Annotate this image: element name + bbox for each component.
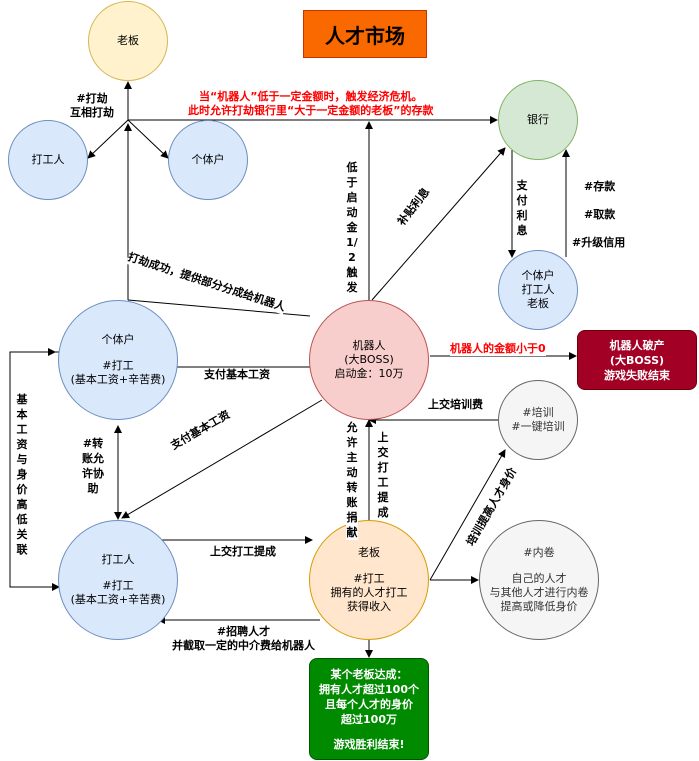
bank-customers-line: 打工人 bbox=[521, 283, 555, 296]
internal-node: #内卷 自己的人才 与其他人才进行内卷 提高或降低身价 bbox=[479, 520, 599, 640]
boss-bot-line: 获得收入 bbox=[347, 600, 391, 613]
indiv-top-label: 个体户 bbox=[191, 153, 225, 166]
bank-customers-node: 个体户 打工人 老板 bbox=[498, 250, 578, 330]
lose-line: (大BOSS) bbox=[609, 353, 665, 367]
recruit-label-line: 并截取一定的中介费给机器人 bbox=[172, 639, 315, 652]
boss-bot-line: 老板 bbox=[358, 546, 380, 559]
hand-in-cut-2-label: 上交打工提成 bbox=[377, 430, 389, 520]
bank-customers-line: 老板 bbox=[527, 297, 549, 310]
robot-line: 机器人 bbox=[352, 339, 386, 352]
crisis-label-line: 当“机器人”低于一定金额时，触发经济危机。 bbox=[199, 90, 423, 103]
pay-interest-label: 支付利息 bbox=[516, 178, 528, 238]
deposit-label: #存款 bbox=[584, 180, 616, 194]
indiv-mid-line: 个体户 bbox=[101, 333, 135, 346]
low-start-label: 低于启动金1/2触发 bbox=[346, 160, 358, 295]
bank-node: 银行 bbox=[498, 80, 578, 160]
boss-bot-node: 老板 #打工 拥有的人才打工 获得收入 bbox=[309, 520, 429, 640]
crisis-label-line: 此时允许打劫银行里“大于一定金额的老板”的存款 bbox=[188, 104, 434, 117]
worker-bot-line: #打工 bbox=[102, 579, 134, 592]
indiv-mid-line: (基本工资+辛苦费) bbox=[70, 373, 166, 386]
bank-customers-line: 个体户 bbox=[521, 269, 555, 282]
training-line: #一键培训 bbox=[511, 420, 565, 433]
robot-node: 机器人 (大BOSS) 启动金：10万 bbox=[309, 300, 429, 420]
internal-line: 自己的人才 bbox=[511, 572, 567, 585]
training-line: #培训 bbox=[522, 406, 554, 419]
withdraw-label: #取款 bbox=[584, 208, 616, 222]
crisis-label: 当“机器人”低于一定金额时，触发经济危机。 此时允许打劫银行里“大于一定金额的老… bbox=[188, 90, 433, 118]
worker-bot-node: 打工人 #打工 (基本工资+辛苦费) bbox=[58, 520, 178, 640]
boss-top-node: 老板 bbox=[88, 1, 168, 81]
internal-line: #内卷 bbox=[523, 546, 555, 559]
win-line: 某个老板达成： bbox=[330, 667, 408, 681]
salary-rank-label: 基本工资与身价高低关联 bbox=[16, 392, 28, 557]
edge-junction-indiv bbox=[127, 119, 169, 159]
pay-base-label: 支付基本工资 bbox=[204, 368, 270, 382]
edge-robot-worker bbox=[121, 399, 323, 519]
recruit-label-line: #招聘人才 bbox=[216, 625, 271, 638]
indiv-mid-line: #打工 bbox=[102, 359, 134, 372]
diagram-title: 人才市场 bbox=[303, 10, 427, 58]
edge-robot-bank bbox=[371, 147, 506, 301]
boss-bot-line: 拥有的人才打工 bbox=[330, 586, 408, 599]
edge-boss-training bbox=[429, 449, 506, 581]
boss-bot-line: #打工 bbox=[353, 572, 385, 585]
worker-bot-line: 打工人 bbox=[101, 553, 135, 566]
indiv-mid-node: 个体户 #打工 (基本工资+辛苦费) bbox=[58, 300, 178, 420]
internal-line: 与其他人才进行内卷 bbox=[489, 586, 589, 599]
worker-top-node: 打工人 bbox=[8, 120, 88, 200]
indiv-top-node: 个体户 bbox=[168, 120, 248, 200]
win-line: 游戏胜利结束! bbox=[333, 737, 405, 751]
training-node: #培训 #一键培训 bbox=[498, 380, 578, 460]
transfer-label: #转账允许协助 bbox=[78, 436, 108, 496]
lose-box: 机器人破产 (大BOSS) 游戏失败结束 bbox=[577, 330, 697, 390]
lose-line: 机器人破产 bbox=[609, 338, 665, 352]
win-line: 超过100万 bbox=[341, 712, 397, 726]
lose-line: 游戏失败结束 bbox=[604, 368, 670, 382]
robot-line: 启动金：10万 bbox=[334, 367, 404, 380]
recruit-label: #招聘人才 并截取一定的中介费给机器人 bbox=[172, 625, 315, 653]
edge-junction-worker bbox=[87, 119, 129, 159]
allow-donate-label: 允许主动转账捐献 bbox=[346, 420, 358, 540]
win-line: 拥有人才超过100个 bbox=[319, 682, 419, 696]
rob-label: #打劫 互相打劫 bbox=[70, 92, 114, 120]
hand-in-cut-label: 上交打工提成 bbox=[210, 545, 276, 559]
rob-label-line: #打劫 bbox=[76, 92, 108, 105]
upgrade-label: #升级信用 bbox=[572, 236, 626, 250]
bank-label: 银行 bbox=[527, 113, 549, 126]
boss-top-label: 老板 bbox=[117, 34, 139, 47]
worker-bot-line: (基本工资+辛苦费) bbox=[70, 593, 166, 606]
internal-line: 提高或降低身价 bbox=[500, 600, 578, 613]
robot-line: (大BOSS) bbox=[344, 353, 394, 366]
training-fee-label: 上交培训费 bbox=[428, 398, 483, 412]
rob-label-line: 互相打劫 bbox=[70, 106, 114, 119]
win-line: 且每个人才的身价 bbox=[325, 697, 413, 711]
robot-money-low-label: 机器人的金额小于0 bbox=[450, 342, 546, 356]
win-box: 某个老板达成： 拥有人才超过100个 且每个人才的身价 超过100万 游戏胜利结… bbox=[309, 658, 429, 760]
worker-top-label: 打工人 bbox=[31, 153, 65, 166]
